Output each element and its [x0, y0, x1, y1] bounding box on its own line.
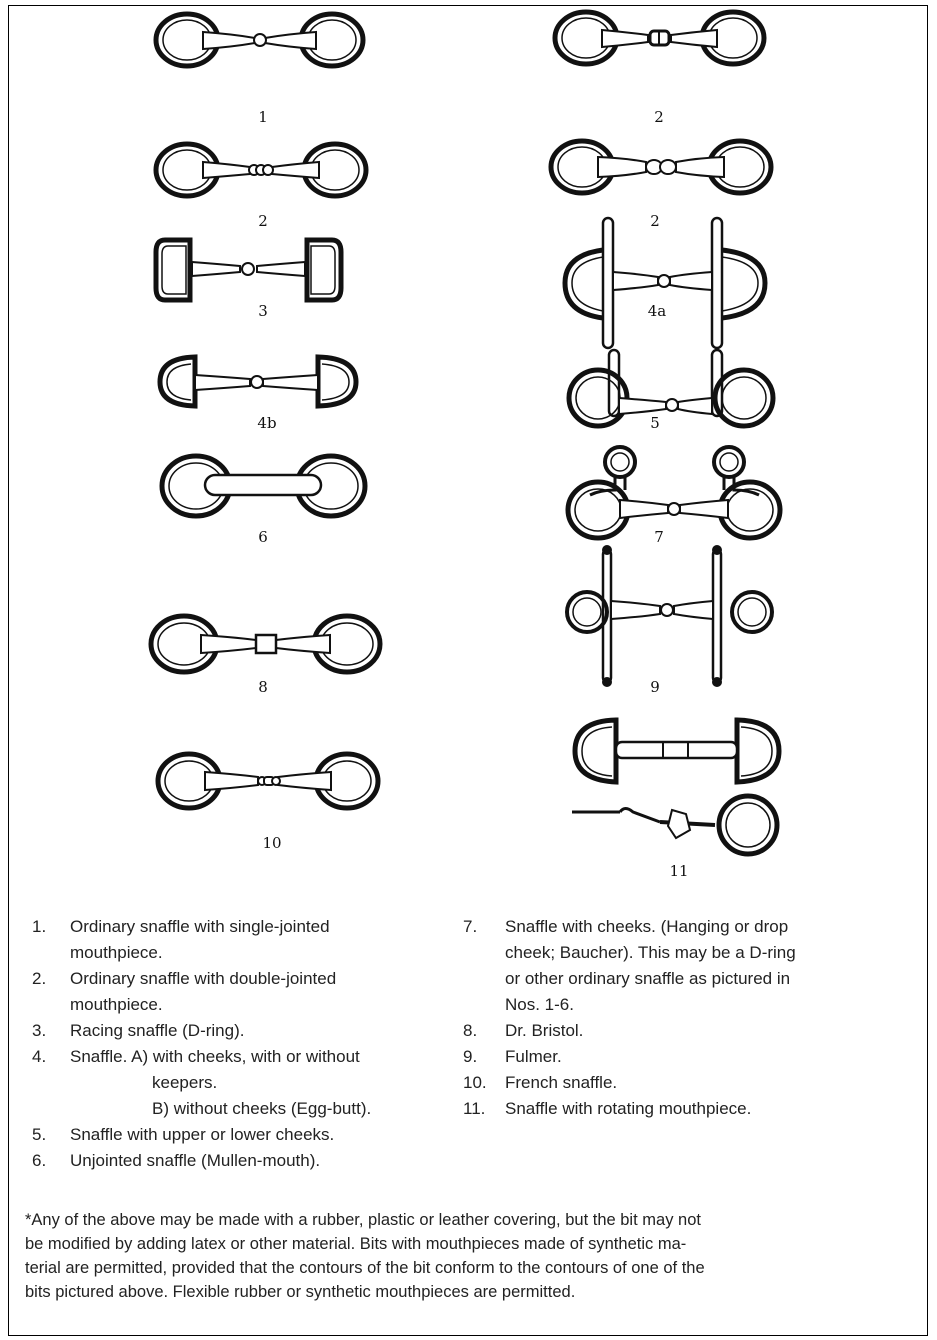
legend-text: Snaffle with cheeks. (Hanging or drop	[505, 917, 789, 936]
bit-figure-2b	[153, 141, 369, 199]
legend-number: 5.	[32, 1125, 47, 1144]
figure-label-10: 10	[262, 834, 282, 852]
legend-number: 9.	[463, 1047, 478, 1066]
legend-number: 1.	[32, 917, 47, 936]
legend-text: Unjointed snaffle (Mullen-mouth).	[70, 1151, 321, 1170]
bit-figure-2a	[552, 9, 767, 67]
legend-text: Snaffle with upper or lower cheeks.	[70, 1125, 335, 1144]
figure-label-3: 3	[258, 302, 268, 320]
bit-figure-6	[159, 453, 368, 519]
bit-figure-4b	[157, 354, 359, 409]
legend-number: 8.	[463, 1021, 478, 1040]
legend-text: Ordinary snaffle with double-jointed	[70, 969, 337, 988]
figure-label-1: 1	[258, 108, 268, 126]
legend-number: 10.	[463, 1073, 487, 1092]
figure-label-4b: 4b	[257, 414, 277, 432]
legend-left: 1. Ordinary snaffle with single-jointed …	[32, 914, 452, 1184]
figure-label-9: 9	[650, 678, 660, 696]
legend-number: 7.	[463, 917, 478, 936]
bit-figure-2c	[548, 138, 774, 196]
figure-label-11: 11	[669, 862, 689, 880]
legend-number: 2.	[32, 969, 47, 988]
legend-text: keepers.	[152, 1073, 218, 1092]
legend-number: 11.	[463, 1099, 486, 1118]
bit-figure-9	[565, 545, 774, 687]
bit-figure-11	[572, 717, 782, 857]
bit-figure-8	[148, 613, 383, 675]
figure-label-2: 2	[650, 212, 660, 230]
legend-text: French snaffle.	[505, 1073, 618, 1092]
legend-text: Dr. Bristol.	[505, 1021, 584, 1040]
legend-text: Fulmer.	[505, 1047, 562, 1066]
legend-number: 3.	[32, 1021, 47, 1040]
legend-text: Ordinary snaffle with single-jointed	[70, 917, 330, 936]
figure-label-7: 7	[654, 528, 664, 546]
footnote-line: bits pictured above. Flexible rubber or …	[25, 1283, 576, 1301]
legend-number: 6.	[32, 1151, 47, 1170]
bit-figure-7	[565, 445, 783, 541]
figure-label-8: 8	[258, 678, 268, 696]
figure-label-2: 2	[258, 212, 268, 230]
figure-label-5: 5	[650, 414, 660, 432]
figure-label-2: 2	[654, 108, 664, 126]
legend-text: mouthpiece.	[70, 995, 163, 1014]
figure-label-6: 6	[258, 528, 268, 546]
footnote-line: terial are permitted, provided that the …	[25, 1259, 705, 1277]
footnote-line: be modified by adding latex or other mat…	[25, 1235, 687, 1253]
legend-right: 7. Snaffle with cheeks. (Hanging or drop…	[463, 914, 923, 1134]
bit-figure-3	[153, 237, 344, 303]
legend-text: Snaffle. A) with cheeks, with or without	[70, 1047, 360, 1066]
bit-figure-5	[566, 348, 776, 429]
legend-text: Nos. 1-6.	[505, 995, 574, 1014]
diagram-frame	[8, 5, 928, 1336]
legend-text: or other ordinary snaffle as pictured in	[505, 969, 791, 988]
figure-label-4a: 4a	[647, 302, 667, 320]
footnote: *Any of the above may be made with a rub…	[25, 1208, 925, 1304]
legend-text: mouthpiece.	[70, 943, 163, 962]
footnote-line: *Any of the above may be made with a rub…	[25, 1211, 701, 1229]
legend-text: cheek; Baucher). This may be a D-ring	[505, 943, 796, 962]
bit-figure-10	[155, 751, 381, 811]
legend-text: Racing snaffle (D-ring).	[70, 1021, 245, 1040]
legend-text: B) without cheeks (Egg-butt).	[152, 1099, 372, 1118]
legend-text: Snaffle with rotating mouthpiece.	[505, 1099, 752, 1118]
legend-number: 4.	[32, 1047, 47, 1066]
bit-figure-4a	[562, 216, 768, 350]
bit-figure-1	[153, 11, 366, 69]
